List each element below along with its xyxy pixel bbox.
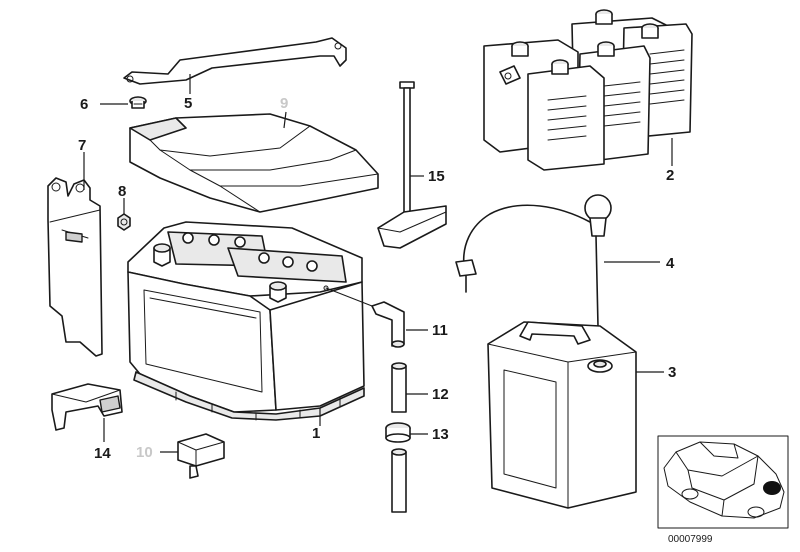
vehicle-location-inset [657, 435, 789, 529]
part-11-elbow-fitting[interactable] [325, 287, 405, 348]
label-part-8: 8 [118, 183, 126, 200]
label-part-3: 3 [668, 364, 676, 381]
part-4-filler-hose[interactable] [455, 194, 612, 327]
label-part-9: 9 [280, 95, 288, 112]
label-part-12: 12 [432, 386, 449, 403]
label-part-11: 11 [432, 322, 448, 339]
part-13-grommet[interactable] [385, 422, 411, 443]
label-part-1: 1 [312, 425, 320, 442]
part-3-canister[interactable] [487, 321, 637, 509]
label-part-2: 2 [666, 167, 674, 184]
part-14-terminal-cover[interactable] [51, 383, 123, 431]
battery-location-marker [763, 481, 781, 495]
part-2-bottle-set[interactable] [483, 9, 693, 171]
vent-tube-lower[interactable] [391, 448, 407, 513]
part-6-screw[interactable] [129, 96, 147, 109]
part-9-battery-cover[interactable] [129, 113, 379, 213]
part-1-battery[interactable] [127, 221, 365, 421]
label-part-10: 10 [136, 444, 153, 461]
label-part-6: 6 [80, 96, 88, 113]
label-part-7: 7 [78, 137, 86, 154]
part-labels: 1 2 3 4 5 6 7 8 9 10 11 12 13 14 15 [78, 95, 676, 462]
part-5-hold-down-bracket[interactable] [123, 37, 347, 85]
part-12-tube[interactable] [391, 362, 407, 413]
part-8-nut[interactable] [117, 213, 131, 231]
label-part-4: 4 [666, 255, 675, 272]
part-15-tool[interactable] [377, 81, 447, 249]
car-outline-icon [663, 441, 785, 519]
label-part-5: 5 [184, 95, 192, 112]
drawing-number: 00007999 [668, 534, 713, 545]
part-10-clip[interactable] [177, 433, 225, 479]
label-part-14: 14 [94, 445, 111, 462]
label-part-13: 13 [432, 426, 449, 443]
label-part-15: 15 [428, 168, 445, 185]
callout-lines [83, 74, 673, 453]
part-7-mounting-bracket[interactable] [47, 177, 103, 357]
